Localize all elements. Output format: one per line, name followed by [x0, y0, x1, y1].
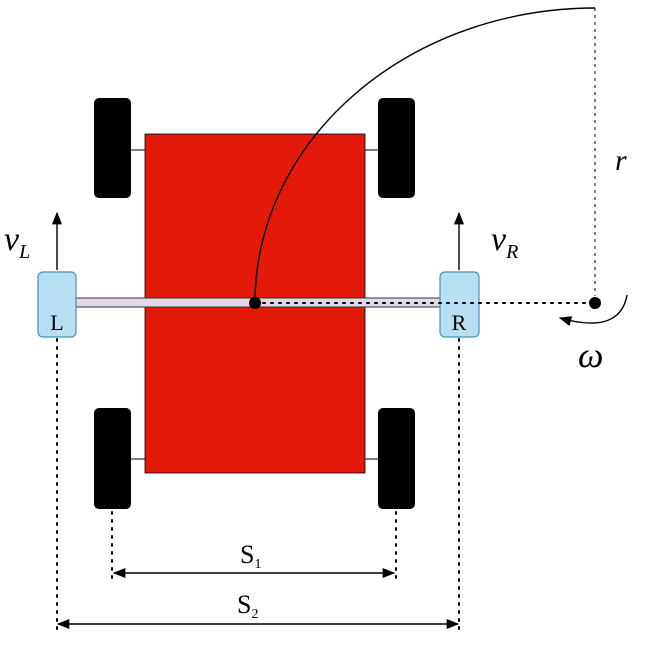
drive-wheel-left [37, 271, 77, 338]
wheel-top-right [378, 98, 415, 198]
robot-center-point [249, 297, 261, 309]
turning-arc [254, 7, 596, 304]
omega-label: ω [578, 335, 603, 375]
velocity-right-label: vR [491, 221, 518, 263]
drive-wheel-left-label: L [50, 310, 63, 335]
icr-point [589, 297, 601, 309]
s2-label: S2 [237, 590, 258, 622]
wheel-bottom-left [94, 408, 131, 509]
velocity-left-label: vL [4, 221, 30, 263]
drive-wheel-right [439, 271, 480, 338]
wheel-bottom-right [378, 408, 415, 509]
radius-label: r [615, 144, 627, 177]
wheel-top-left [94, 98, 131, 198]
s1-label: S1 [240, 540, 261, 572]
drive-wheel-right-label: R [452, 310, 467, 335]
omega-rotation-arrow [558, 294, 628, 326]
